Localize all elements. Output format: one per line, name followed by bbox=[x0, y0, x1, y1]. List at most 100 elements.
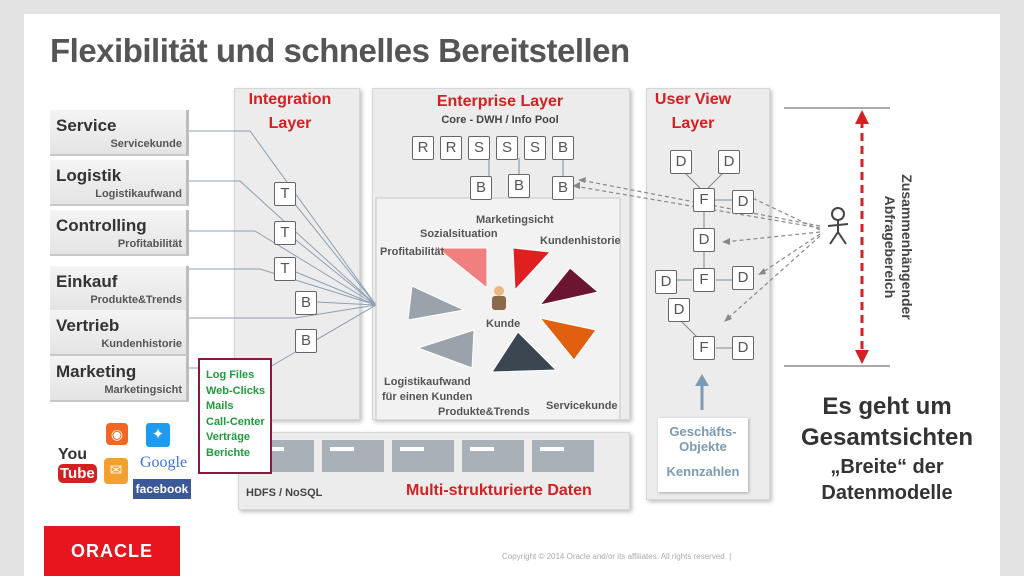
google-icon: Google bbox=[140, 454, 188, 471]
source-logistik: Logistik Logistikaufwand bbox=[50, 160, 189, 206]
segment-label: Servicekunde bbox=[546, 400, 618, 412]
transform-box: T bbox=[274, 257, 296, 281]
staging-box: S bbox=[468, 136, 490, 160]
left-border bbox=[0, 0, 24, 576]
twitter-icon: ✦ bbox=[146, 423, 170, 447]
dimension-box: D bbox=[732, 266, 754, 290]
pie-wedge-servicekunde bbox=[538, 317, 597, 361]
segment-label: Marketingsicht bbox=[476, 214, 554, 226]
segment-label: Logistikaufwand bbox=[384, 376, 471, 388]
source-sub: Produkte&Trends bbox=[90, 294, 182, 306]
slide-title: Flexibilität und schnelles Bereitstellen bbox=[50, 32, 630, 69]
source-controlling: Controlling Profitabilität bbox=[50, 210, 189, 256]
copyright-text: Copyright © 2014 Oracle and/or its affil… bbox=[502, 552, 732, 561]
user-view-title-line1: User View bbox=[654, 91, 732, 108]
enterprise-subtitle: Core - DWH / Info Pool bbox=[441, 114, 559, 126]
source-sub: Logistikaufwand bbox=[95, 188, 182, 200]
source-vertrieb: Vertrieb Kundenhistorie bbox=[50, 310, 189, 356]
user-figure-icon bbox=[827, 207, 849, 245]
pie-wedge-logistikaufwand bbox=[416, 329, 475, 369]
dimension-box: D bbox=[732, 336, 754, 360]
dimension-box: D bbox=[732, 190, 754, 214]
message-line4: Datenmodelle bbox=[821, 482, 953, 504]
segment-label: Profitabilität bbox=[380, 246, 445, 258]
source-marketing: Marketing Marketingsicht bbox=[50, 356, 189, 402]
dimension-box: D bbox=[668, 298, 690, 322]
oracle-logo: ORACLE bbox=[44, 526, 180, 576]
integration-layer-title: Integration Layer bbox=[234, 88, 346, 136]
log-item: Berichte bbox=[206, 446, 251, 459]
transform-box: T bbox=[274, 182, 296, 206]
hdfs-label: HDFS / NoSQL bbox=[246, 487, 323, 499]
staging-box: S bbox=[496, 136, 518, 160]
vertical-label-line2: Abfragebereich bbox=[882, 195, 898, 299]
youtube-icon-text2: Tube bbox=[58, 464, 97, 483]
vertical-label-line1: Zusammenhängender bbox=[899, 174, 915, 320]
source-name: Service bbox=[56, 116, 117, 135]
pie-wedge-marketingsicht bbox=[512, 247, 552, 292]
business-box: B bbox=[552, 176, 574, 200]
user-view-title-line2: Layer bbox=[671, 115, 715, 132]
youtube-icon-text1: You bbox=[58, 446, 88, 463]
segment-label: Produkte&Trends bbox=[438, 406, 530, 418]
fact-box: F bbox=[693, 188, 715, 212]
segment-label: Kundenhistorie bbox=[540, 235, 621, 247]
business-box: B bbox=[508, 174, 530, 198]
segment-label: Sozialsituation bbox=[420, 228, 498, 240]
source-name: Vertrieb bbox=[56, 316, 120, 335]
source-name: Controlling bbox=[56, 216, 147, 235]
enterprise-layer-title: Enterprise Layer bbox=[436, 93, 564, 110]
business-box: B bbox=[295, 291, 317, 315]
raw-box: R bbox=[440, 136, 462, 160]
source-service: Service Servicekunde bbox=[50, 110, 189, 156]
pie-wedge-produkte-trends bbox=[491, 331, 558, 373]
hdfs-block bbox=[392, 440, 454, 472]
message-line2: Gesamtsichten bbox=[800, 424, 974, 451]
transform-box: T bbox=[274, 221, 296, 245]
log-files-box: Log Files Web-Clicks Mails Call-Center V… bbox=[198, 358, 272, 474]
fact-box: F bbox=[693, 268, 715, 292]
source-name: Logistik bbox=[56, 166, 122, 185]
source-sub: Profitabilität bbox=[117, 238, 182, 250]
segment-label: Kunde bbox=[486, 318, 521, 330]
log-item: Mails bbox=[206, 400, 234, 412]
kpi-label: Kennzahlen bbox=[666, 464, 740, 479]
vertical-label: Zusammenhängender Abfragebereich bbox=[878, 150, 918, 350]
youtube-icon: You Tube bbox=[58, 446, 97, 490]
pie-wedge-sozialsituation bbox=[435, 247, 488, 290]
integration-title-line2: Layer bbox=[268, 115, 312, 132]
hdfs-block bbox=[462, 440, 524, 472]
hdfs-block bbox=[532, 440, 594, 472]
customer-icon bbox=[489, 286, 509, 316]
source-sub: Kundenhistorie bbox=[101, 338, 182, 350]
source-name: Marketing bbox=[56, 362, 137, 381]
message-line1: Es geht um bbox=[822, 393, 952, 420]
rss-icon: ◉ bbox=[106, 423, 128, 445]
log-item: Verträge bbox=[206, 431, 251, 443]
source-name: Einkauf bbox=[56, 272, 118, 291]
mail-icon: ✉ bbox=[104, 458, 128, 484]
multi-structured-label: Multi-strukturierte Daten bbox=[406, 482, 592, 499]
message-line3: „Breite“ der bbox=[830, 456, 944, 478]
fact-box: F bbox=[693, 336, 715, 360]
business-objects-line2: Objekte bbox=[679, 439, 727, 454]
business-objects-line1: Geschäfts- bbox=[669, 424, 737, 439]
source-sub: Servicekunde bbox=[110, 138, 182, 150]
pie-wedge-kundenhistorie bbox=[538, 267, 600, 306]
hdfs-block bbox=[322, 440, 384, 472]
dimension-box: D bbox=[670, 150, 692, 174]
summary-message: Es geht um Gesamtsichten „Breite“ der Da… bbox=[780, 392, 994, 506]
business-objects-box: Geschäfts- Objekte Kennzahlen bbox=[658, 418, 748, 492]
business-box: B bbox=[552, 136, 574, 160]
pie-wedge-profitabilitaet bbox=[407, 285, 466, 321]
log-item: Web-Clicks bbox=[206, 384, 266, 397]
dimension-box: D bbox=[718, 150, 740, 174]
facebook-icon: facebook bbox=[133, 479, 191, 499]
user-view-layer-title: User View Layer bbox=[640, 88, 746, 136]
raw-box: R bbox=[412, 136, 434, 160]
top-border bbox=[0, 0, 1024, 14]
integration-title-line1: Integration bbox=[248, 91, 332, 108]
business-box: B bbox=[470, 176, 492, 200]
